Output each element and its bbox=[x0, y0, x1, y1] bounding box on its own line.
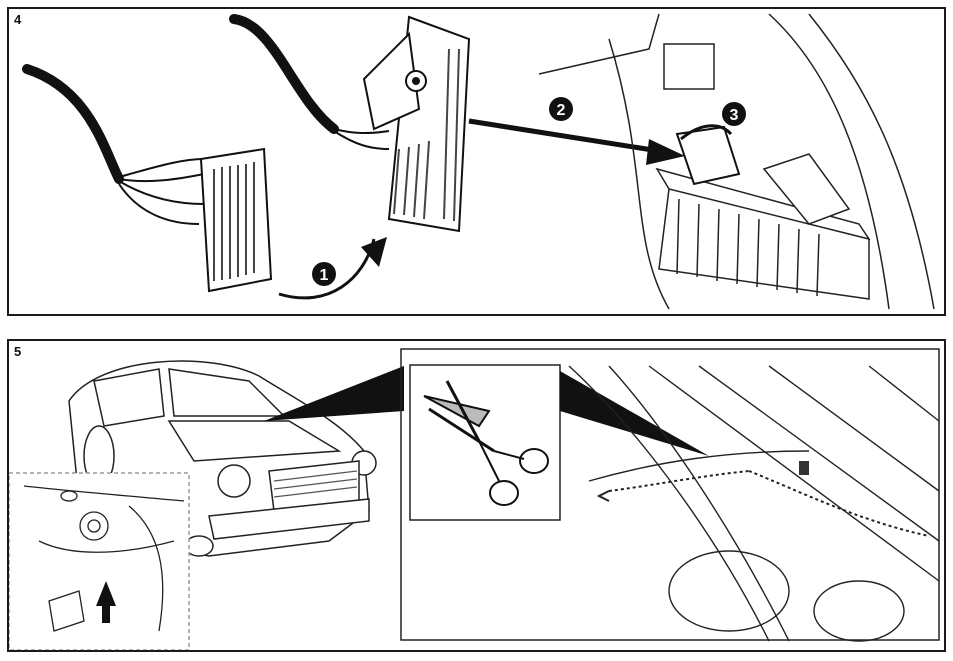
insert-arrow bbox=[468, 118, 660, 154]
svg-text:1: 1 bbox=[320, 267, 329, 284]
step-number: 5 bbox=[14, 344, 22, 359]
connector-unplugged bbox=[199, 147, 273, 293]
cable-routing-diagram bbox=[9, 348, 940, 650]
wire-harness-left bbox=[22, 64, 124, 184]
connector-rotated bbox=[362, 15, 471, 233]
step-5-panel: 5 bbox=[7, 339, 946, 652]
cable-tie bbox=[799, 461, 809, 475]
zoom-wedge-right bbox=[560, 371, 709, 456]
zoom-wedge-left bbox=[264, 366, 404, 421]
detail-frame bbox=[400, 348, 940, 641]
svg-text:2: 2 bbox=[557, 102, 566, 119]
cable-detail bbox=[568, 365, 940, 642]
connector-diagram: 1 2 bbox=[22, 13, 935, 310]
dashboard-underside bbox=[23, 485, 185, 632]
callout-3 bbox=[722, 102, 746, 126]
up-arrow bbox=[96, 581, 116, 606]
step-4-panel: 4 1 bbox=[7, 7, 946, 316]
interior-inset bbox=[9, 472, 190, 650]
plug-inserted bbox=[675, 124, 741, 186]
callout-2 bbox=[549, 97, 573, 121]
step-number: 4 bbox=[14, 12, 22, 27]
scissors-icon bbox=[423, 380, 549, 506]
callout-1 bbox=[312, 262, 336, 286]
scissors-inset bbox=[409, 364, 561, 521]
wire-harness-middle bbox=[229, 14, 339, 134]
socket-housing bbox=[538, 13, 935, 310]
svg-text:3: 3 bbox=[730, 107, 739, 124]
